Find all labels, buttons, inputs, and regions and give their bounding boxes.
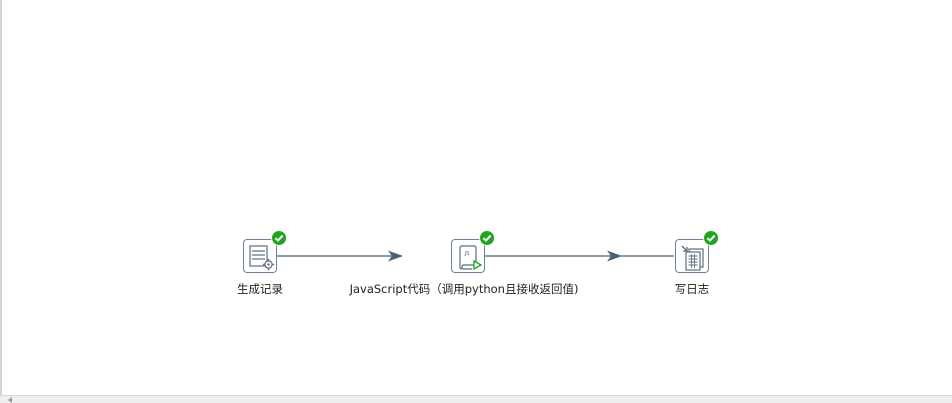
canvas-left-border	[0, 0, 2, 396]
horizontal-scrollbar[interactable]	[0, 395, 952, 403]
step-label-write-log: 写日志	[674, 282, 710, 296]
javascript-script-icon: JS	[459, 245, 483, 271]
step-label-generate-rows: 生成记录	[237, 282, 283, 296]
write-log-icon	[681, 245, 704, 271]
step-label-javascript: JavaScript代码（调用python且接收返回值)	[349, 282, 579, 296]
step-success-check-icon	[271, 230, 287, 246]
hop-generate-to-javascript[interactable]	[277, 250, 403, 262]
hop-arrow-head	[388, 250, 403, 262]
step-success-check-icon	[703, 230, 719, 246]
step-success-check-icon	[479, 230, 495, 246]
step-write-log[interactable]	[675, 239, 709, 273]
hop-javascript-to-writelog[interactable]	[485, 250, 674, 262]
svg-text:JS: JS	[464, 251, 471, 257]
step-javascript[interactable]: JS	[451, 239, 485, 273]
hop-arrow-head	[607, 250, 622, 262]
step-generate-rows[interactable]	[243, 239, 277, 273]
generate-rows-icon	[249, 245, 275, 271]
scroll-left-arrow-icon[interactable]	[8, 397, 12, 403]
